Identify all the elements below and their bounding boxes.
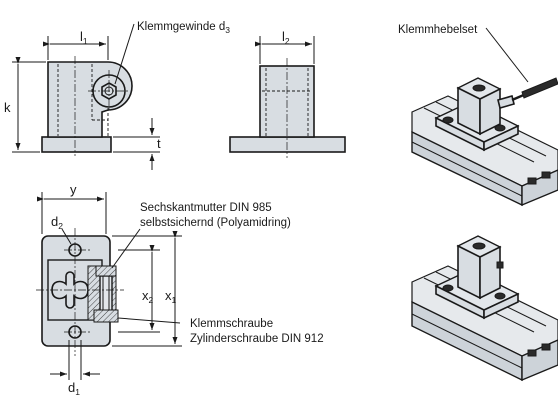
dim-k: k: [4, 100, 11, 115]
dim-d1: d1: [68, 380, 80, 397]
label-klemmhebelset: Klemmhebelset: [398, 24, 478, 36]
dim-x1: x1: [165, 288, 177, 305]
label-sechskantmutter: Sechskantmutter DIN 985: [140, 202, 272, 214]
dim-t: t: [157, 136, 161, 151]
dim-y: y: [70, 182, 77, 197]
side-view-base: [229, 136, 346, 153]
iso-view-with-lever: [411, 27, 558, 207]
label-selbstsichernd: selbstsichernd (Polyamidring): [140, 217, 291, 229]
hex-nut: [95, 265, 117, 277]
front-view: [12, 23, 160, 170]
iso-view: [411, 235, 558, 382]
front-view-base: [41, 136, 112, 153]
dim-l1: l1: [80, 29, 88, 46]
screw-head: [93, 309, 119, 323]
label-zylinderschraube: Zylinderschraube DIN 912: [190, 333, 324, 345]
side-view: [229, 36, 346, 158]
dim-l2: l2: [282, 29, 290, 46]
dim-d2: d2: [51, 214, 63, 231]
label-klemmgewinde: Klemmgewinde d3: [137, 21, 230, 35]
top-view: [36, 192, 182, 380]
label-klemmschraube: Klemmschraube: [190, 318, 273, 330]
dim-x2: x2: [142, 288, 154, 305]
